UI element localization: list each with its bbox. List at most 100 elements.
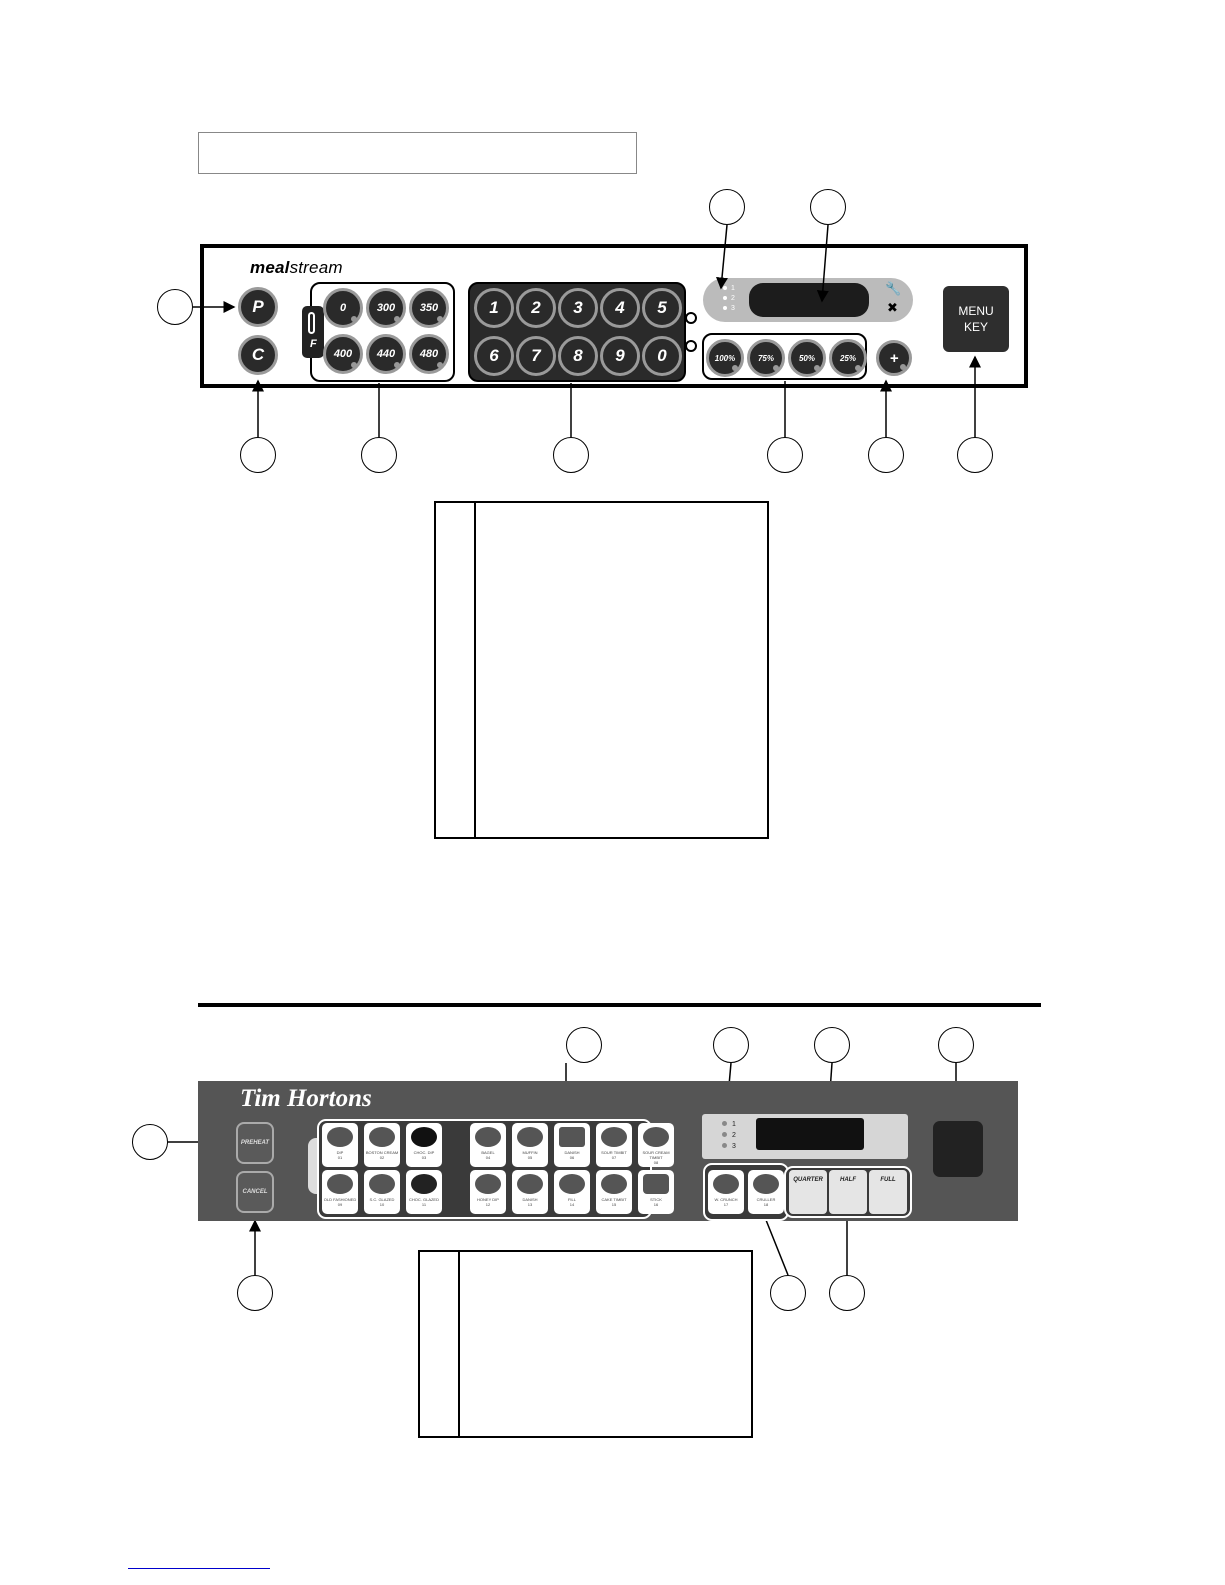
number-button-7[interactable]: 7 — [516, 336, 556, 376]
callout-display-2 — [814, 1027, 850, 1063]
section-divider — [198, 1003, 1041, 1007]
number-button-6[interactable]: 6 — [474, 336, 514, 376]
program-icon — [685, 340, 697, 352]
mealstream-logo: mealstream — [250, 258, 343, 277]
temperature-tab: F — [302, 306, 324, 358]
callout-cancel — [237, 1275, 273, 1311]
temp-button-440[interactable]: 440 — [366, 334, 406, 374]
menu-key-slot-2[interactable] — [933, 1121, 983, 1177]
donut-icon — [327, 1127, 353, 1147]
callout-display — [810, 189, 846, 225]
display-screen-2 — [756, 1118, 864, 1150]
menu-key-label-2: KEY — [963, 320, 988, 334]
number-button-2[interactable]: 2 — [516, 288, 556, 328]
temp-button-480[interactable]: 480 — [409, 334, 449, 374]
stage-indicators-2: 1 2 3 — [722, 1119, 736, 1152]
temperature-unit-label: F — [310, 338, 317, 350]
menu-key-label-1: MENU — [958, 304, 994, 318]
number-button-1[interactable]: 1 — [474, 288, 514, 328]
cruller-icon — [753, 1174, 779, 1194]
legend-table-2 — [418, 1250, 753, 1438]
callout-indicators-2 — [713, 1027, 749, 1063]
display-screen — [749, 283, 869, 317]
number-button-9[interactable]: 9 — [600, 336, 640, 376]
fan-icon: ✖ — [887, 300, 898, 315]
timer-icon — [685, 312, 697, 324]
callout-indicators — [709, 189, 745, 225]
timbit-icon — [601, 1174, 627, 1194]
half-button[interactable]: HALF — [829, 1170, 867, 1214]
stick-icon — [643, 1174, 669, 1194]
callout-clear — [240, 437, 276, 473]
plus-button[interactable]: + — [876, 340, 912, 376]
clear-button[interactable]: C — [238, 335, 278, 375]
display-panel: 1 2 3 🔧 ✖ — [703, 278, 913, 322]
callout-plus — [868, 437, 904, 473]
callout-menu-key — [957, 437, 993, 473]
callout-power — [767, 437, 803, 473]
filled-donut-icon — [559, 1174, 585, 1194]
timbit-icon — [601, 1127, 627, 1147]
thermometer-icon — [308, 312, 315, 334]
timbit-icon — [643, 1127, 669, 1147]
number-button-4[interactable]: 4 — [600, 288, 640, 328]
crunch-icon — [713, 1174, 739, 1194]
menu-key-slot[interactable]: MENU KEY — [943, 286, 1009, 352]
title-box — [198, 132, 637, 174]
callout-temperature — [361, 437, 397, 473]
callout-program — [157, 289, 193, 325]
callout-menu-items — [566, 1027, 602, 1063]
legend-table-1 — [434, 501, 769, 839]
cancel-button[interactable]: CANCEL — [236, 1171, 274, 1213]
footer-link-underline[interactable] — [128, 1568, 270, 1569]
power-25-button[interactable]: 25% — [829, 339, 867, 377]
number-button-3[interactable]: 3 — [558, 288, 598, 328]
number-button-8[interactable]: 8 — [558, 336, 598, 376]
number-button-5[interactable]: 5 — [642, 288, 682, 328]
donut-icon — [475, 1174, 501, 1194]
callout-portion-size — [829, 1275, 865, 1311]
number-button-0[interactable]: 0 — [642, 336, 682, 376]
temp-button-0[interactable]: 0 — [323, 288, 363, 328]
danish-icon — [559, 1127, 585, 1147]
power-50-button[interactable]: 50% — [788, 339, 826, 377]
power-100-button[interactable]: 100% — [706, 339, 744, 377]
full-button[interactable]: FULL — [869, 1170, 907, 1214]
callout-preheat — [132, 1124, 168, 1160]
donut-icon — [327, 1174, 353, 1194]
program-button[interactable]: P — [238, 287, 278, 327]
wrench-icon: 🔧 — [885, 281, 902, 296]
callout-items-17-18 — [770, 1275, 806, 1311]
callout-menu-key-2 — [938, 1027, 974, 1063]
donut-icon — [369, 1174, 395, 1194]
muffin-icon — [517, 1127, 543, 1147]
temp-button-300[interactable]: 300 — [366, 288, 406, 328]
temp-button-350[interactable]: 350 — [409, 288, 449, 328]
donut-icon — [369, 1127, 395, 1147]
temp-button-400[interactable]: 400 — [323, 334, 363, 374]
callout-keypad — [553, 437, 589, 473]
power-75-button[interactable]: 75% — [747, 339, 785, 377]
preheat-button[interactable]: PREHEAT — [236, 1122, 274, 1164]
danish-icon — [517, 1174, 543, 1194]
quarter-button[interactable]: QUARTER — [789, 1170, 827, 1214]
